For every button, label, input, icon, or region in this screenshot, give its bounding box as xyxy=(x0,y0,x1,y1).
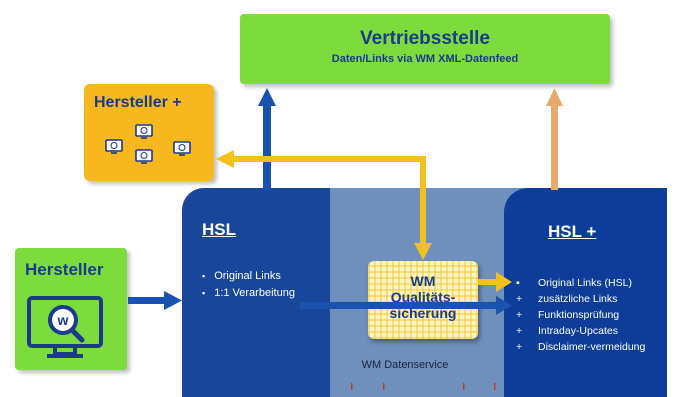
datenservice-label: WM Datenservice xyxy=(361,359,449,371)
wm-qualitaetssicherung-box: WM Qualitäts- sicherung xyxy=(368,261,478,339)
hsl-plus-block: HSL + ▪ Original Links (HSL) + zusätzliche… xyxy=(504,188,667,397)
arrow-hslplus-to-vertrieb xyxy=(546,88,563,190)
svg-text:w: w xyxy=(57,312,69,328)
hsl-plus-title: HSL + xyxy=(548,222,597,241)
hsl-plus-item-text: Intraday-Upcates xyxy=(538,325,618,337)
hsl-plus-item: + Disclaimer-vermeidung xyxy=(516,341,668,353)
hsl-list: Original Links 1:1 Verarbeitung xyxy=(202,270,295,304)
hersteller-box: Hersteller w xyxy=(15,248,127,370)
hsl-plus-item: + zusätzliche Links xyxy=(516,293,668,305)
hsl-plus-item: ▪ Original Links (HSL) xyxy=(516,277,668,289)
hsl-plus-item-text: Original Links (HSL) xyxy=(538,277,632,289)
plus-marker: + xyxy=(516,293,523,305)
wm-quality-line2: Qualitäts- xyxy=(390,289,456,305)
hsl-item: 1:1 Verarbeitung xyxy=(202,287,295,299)
monitor-search-icon: w xyxy=(27,296,103,358)
hsl-title: HSL xyxy=(202,220,236,239)
arrow-quality-to-hersteller-plus xyxy=(216,150,432,260)
vertriebsstelle-subtitle: Daten/Links via WM XML-Datenfeed xyxy=(331,53,519,65)
plus-marker: + xyxy=(516,309,523,321)
arrow-hsl-to-vertrieb xyxy=(258,88,276,190)
hersteller-plus-box: Hersteller + xyxy=(84,84,214,181)
arrow-hersteller-to-hsl xyxy=(128,291,182,310)
monitor-icon xyxy=(135,149,153,164)
arrow-quality-to-hslplus xyxy=(478,272,512,292)
monitor-icons xyxy=(105,124,191,164)
arrow-hsl-to-hslplus xyxy=(300,296,512,315)
bullet-marker: ▪ xyxy=(516,277,520,289)
monitor-icon xyxy=(135,124,153,139)
hersteller-plus-title: Hersteller + xyxy=(94,94,182,111)
wm-quality-line1: WM xyxy=(410,273,436,289)
hsl-plus-item: + Funktionsprüfung xyxy=(516,309,668,321)
hersteller-title: Hersteller xyxy=(25,260,104,279)
monitor-icon xyxy=(105,139,123,154)
hsl-plus-item: + Intraday-Upcates xyxy=(516,325,668,337)
vertriebsstelle-title: Vertriebsstelle xyxy=(360,28,490,49)
hsl-plus-list: ▪ Original Links (HSL) + zusätzliche Links… xyxy=(516,277,668,357)
vertriebsstelle-box: Vertriebsstelle Daten/Links via WM XML-D… xyxy=(240,14,610,84)
plus-marker: + xyxy=(516,325,523,337)
tick-marks xyxy=(351,383,496,390)
monitor-icon xyxy=(173,141,191,156)
hsl-plus-item-text: Disclaimer-vermeidung xyxy=(538,341,646,353)
hsl-plus-item-text: zusätzliche Links xyxy=(538,293,618,305)
plus-marker: + xyxy=(516,341,523,353)
hsl-block: HSL Original Links 1:1 Verarbeitung xyxy=(182,188,330,397)
hsl-item: Original Links xyxy=(202,270,295,282)
hsl-plus-item-text: Funktionsprüfung xyxy=(538,309,620,321)
